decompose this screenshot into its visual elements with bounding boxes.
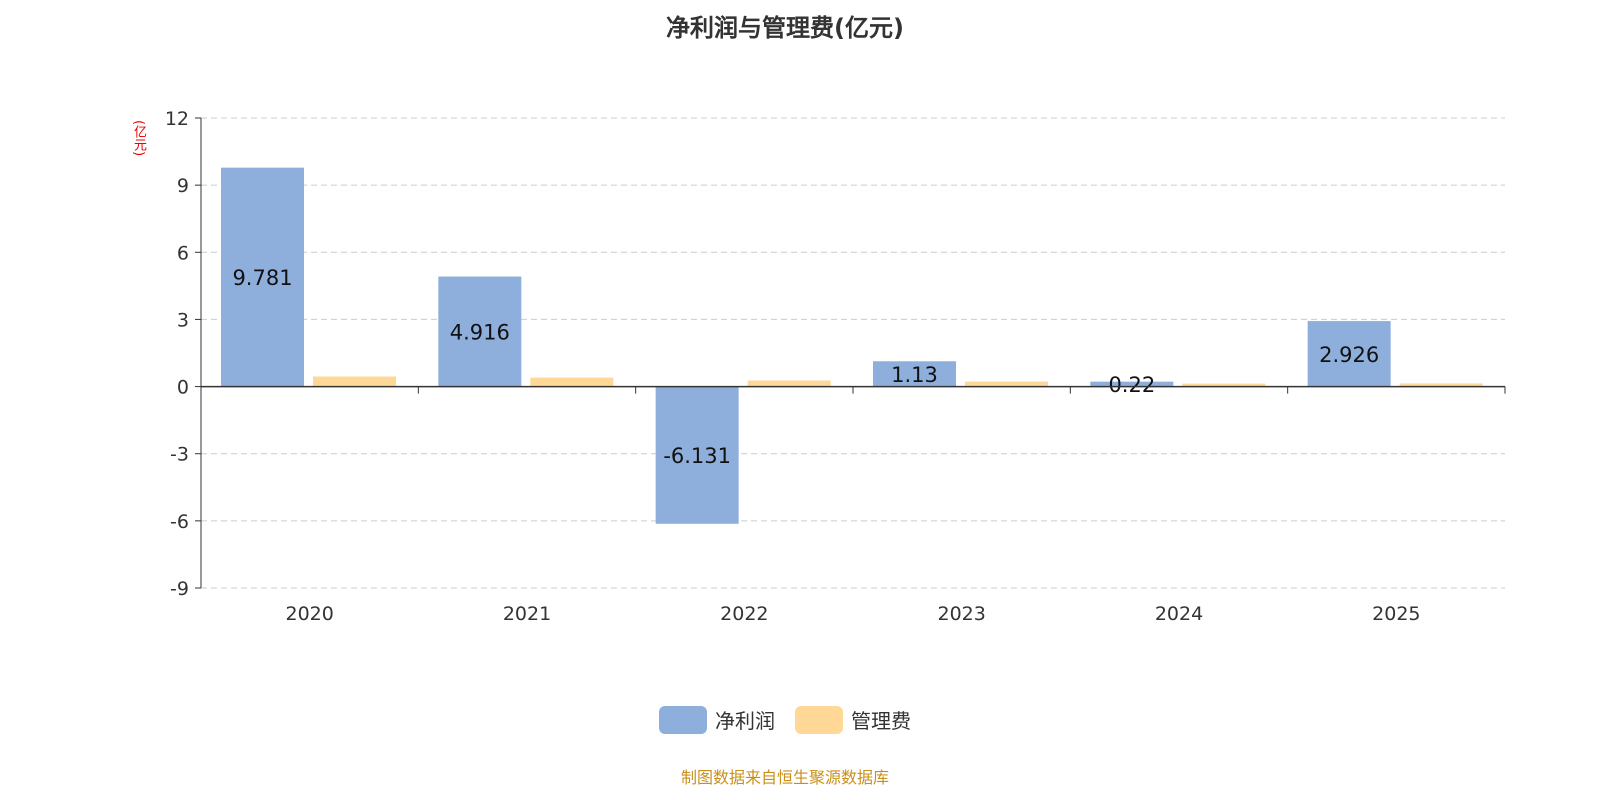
x-tick-label: 2020 xyxy=(285,603,333,625)
y-tick-label: 3 xyxy=(177,309,189,331)
x-tick-label: 2021 xyxy=(503,603,551,625)
bar-admin-expense xyxy=(313,376,396,387)
bar-net-profit xyxy=(1307,321,1391,387)
bar-data-label: 2.926 xyxy=(1319,343,1379,367)
bar-admin-expense xyxy=(965,381,1048,387)
y-tick-label: 12 xyxy=(165,108,189,130)
legend-swatch xyxy=(795,705,843,734)
x-tick-label: 2025 xyxy=(1372,603,1420,625)
chart-title: 净利润与管理费(亿元) xyxy=(666,14,904,42)
y-tick-label: 6 xyxy=(177,242,189,264)
y-tick-label: -6 xyxy=(170,511,189,533)
bar-net-profit xyxy=(221,167,304,387)
bar-admin-expense xyxy=(747,380,831,387)
bar-admin-expense xyxy=(1182,383,1266,387)
bar-net-profit xyxy=(873,361,956,387)
y-tick-label: 0 xyxy=(177,377,189,399)
bar-data-label: -6.131 xyxy=(663,444,731,468)
legend-swatch xyxy=(659,705,707,734)
bar-admin-expense xyxy=(1399,383,1483,387)
bar-admin-expense xyxy=(530,377,614,387)
bar-data-label: 1.13 xyxy=(891,363,938,387)
legend-label: 管理费 xyxy=(851,709,911,733)
bar-data-label: 9.781 xyxy=(232,266,292,290)
y-tick-label: -3 xyxy=(170,444,189,466)
bar-net-profit xyxy=(438,276,522,387)
bar-net-profit xyxy=(1090,381,1174,387)
bar-net-profit xyxy=(655,386,739,524)
x-tick-label: 2022 xyxy=(720,603,768,625)
x-tick-label: 2023 xyxy=(937,603,985,625)
y-axis-unit: (亿元) xyxy=(131,120,146,157)
x-tick-label: 2024 xyxy=(1155,603,1203,625)
y-tick-label: 9 xyxy=(177,175,189,197)
legend-label: 净利润 xyxy=(715,709,775,733)
legend-item-net-profit[interactable]: 净利润 xyxy=(659,705,775,734)
source-footer: 制图数据来自恒生聚源数据库 xyxy=(680,768,889,787)
legend: 净利润 管理费 xyxy=(0,705,1570,734)
legend-item-admin-expense[interactable]: 管理费 xyxy=(795,705,911,734)
bar-data-label: 0.22 xyxy=(1108,373,1155,397)
bar-data-label: 4.916 xyxy=(450,321,510,345)
y-tick-label: -9 xyxy=(170,578,189,600)
